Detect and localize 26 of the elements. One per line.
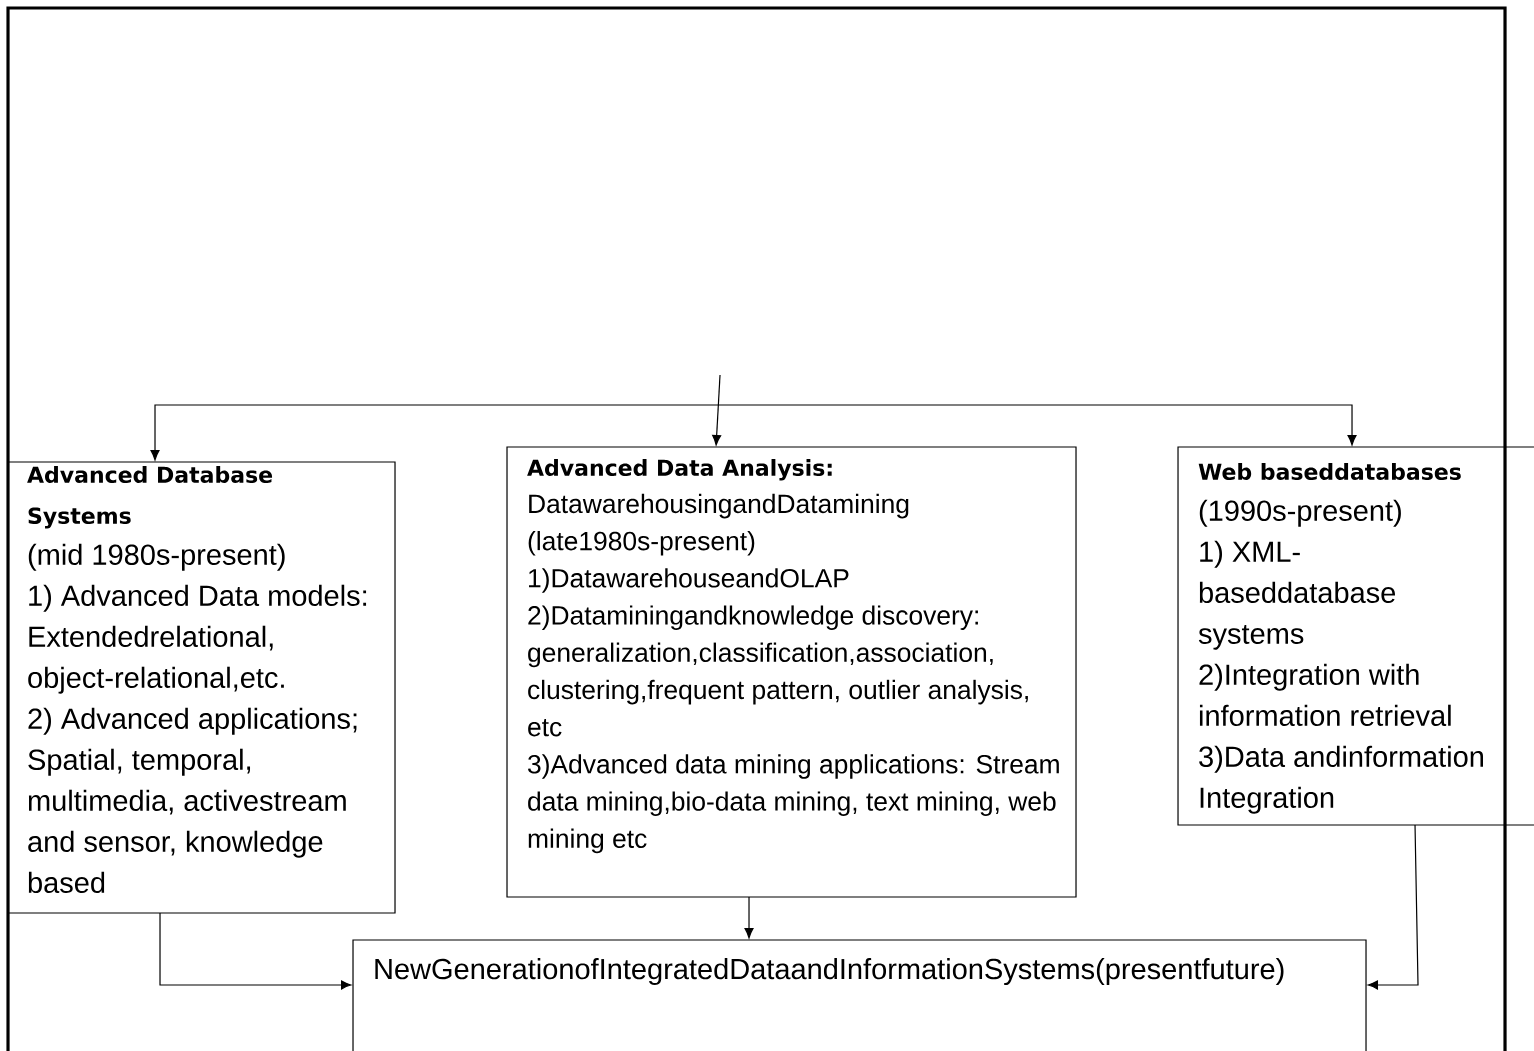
box-heading: Advanced Data Analysis: — [527, 459, 832, 481]
box-text: NewGenerationofIntegratedDataandInformationSystems(presentfuture) — [375, 958, 1284, 986]
box-text: 3)Advanced data mining applications: Stream data mining,bio-data mining, text mining, web mining etc — [528, 754, 1059, 854]
box-text: 1)DatawarehouseandOLAP — [529, 568, 849, 593]
box-text: 1) Advanced Data models: Extendedrelational,object-relational,etc. — [28, 584, 367, 694]
box-text: (1990s-present) — [1199, 499, 1401, 527]
box-text: 1) XML- baseddatabase systems — [1198, 540, 1396, 650]
box-text: DatawarehousingandDatamining — [529, 493, 909, 519]
arrow — [712, 374, 722, 446]
arrow — [717, 404, 1357, 446]
arrow — [159, 912, 352, 990]
box-text: (mid 1980s-present) — [28, 543, 285, 571]
box-text: 2)Dataminingandknowledge discovery:generalization,classification,association,clustering,frequent pattern, outlier analysis, etc — [528, 605, 1028, 737]
text-box — [1177, 446, 1534, 826]
text-box — [7, 461, 396, 914]
arrow — [150, 404, 719, 461]
box-text: 2)Integration with information retrieval — [1199, 663, 1451, 726]
box-text: (late1980s-present) — [528, 531, 755, 556]
arrow — [744, 896, 754, 939]
box-text: 2) Advanced applications; Spatial, temporal, multimedia, activestream and sensor, knowledge based — [28, 707, 357, 893]
box-heading: Advanced Database Systems — [27, 466, 273, 529]
arrow — [1367, 824, 1419, 990]
box-heading: Web baseddatabases — [1198, 463, 1461, 481]
box-text: 3)Data andinformation Integration — [1199, 745, 1483, 814]
text-box — [352, 939, 1367, 1051]
text-box — [506, 446, 1077, 898]
